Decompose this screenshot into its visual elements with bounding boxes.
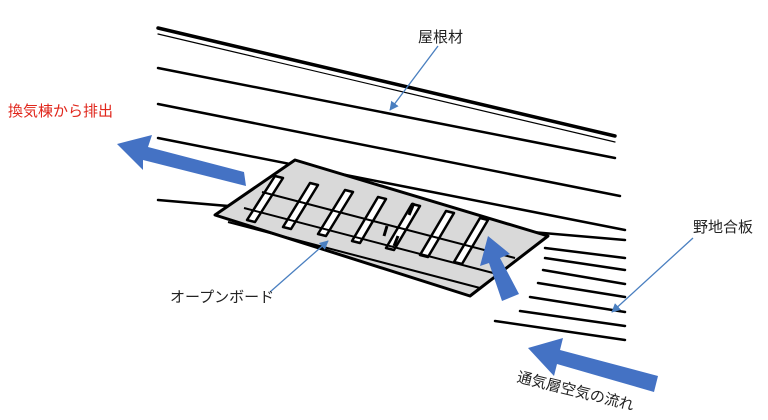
open-board-outline [213, 158, 550, 298]
sheathing-label: 野地合板 [693, 218, 754, 236]
sheathing-line-1 [543, 246, 627, 260]
sheathing-line-2 [543, 256, 627, 272]
roof-line-4 [156, 136, 627, 232]
roof-line-1b [157, 33, 616, 143]
open-board-flow-arrow [480, 236, 519, 301]
exhaust-label: 換気棟から排出 [8, 102, 114, 120]
open-board-rail-3 [227, 221, 481, 289]
roof-material-label: 屋根材 [418, 28, 464, 46]
open-board [213, 158, 550, 298]
label-pointers [269, 45, 694, 313]
open-board-rail-1 [261, 191, 516, 259]
sheathing-line-5 [528, 295, 627, 314]
sheathing-line-4 [536, 281, 627, 299]
sheathing-line-7 [493, 319, 627, 342]
airflow-arrow [528, 338, 658, 392]
open-board-label: オープンボード [170, 288, 275, 306]
exhaust-arrow [117, 135, 246, 186]
sheathing-line-3 [541, 268, 627, 286]
flow-arrows [117, 135, 658, 392]
sheathing-line-6 [518, 309, 627, 328]
roof-line-3 [156, 102, 622, 198]
roof-material-pointer [389, 45, 439, 111]
roof-line-2 [156, 66, 617, 160]
roof-material-layers [156, 26, 627, 232]
open-board-pointer [269, 240, 329, 293]
open-board-rail-2 [243, 207, 498, 275]
sheathing-pointer [611, 237, 694, 313]
roof-line-1 [156, 26, 617, 138]
